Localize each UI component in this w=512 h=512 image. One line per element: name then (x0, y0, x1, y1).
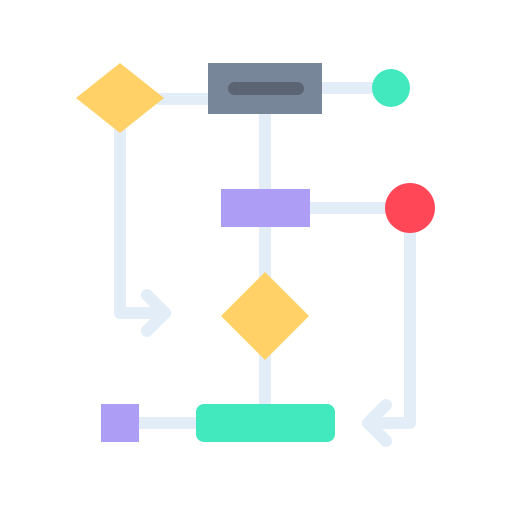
red-terminal-circle (385, 183, 435, 233)
center-decision-diamond (221, 272, 309, 360)
connector-lines (114, 82, 416, 447)
green-process-box (196, 404, 335, 442)
connector-red-terminal-down (362, 226, 416, 429)
arrow-head-left (362, 399, 392, 447)
top-process-bar (228, 82, 304, 95)
purple-process-box (221, 189, 310, 227)
arrow-head-right (141, 289, 171, 337)
left-decision-diamond (76, 63, 164, 133)
green-terminal-circle (372, 69, 410, 107)
connector-left-decision-down (114, 126, 171, 319)
small-purple-process (101, 404, 139, 442)
